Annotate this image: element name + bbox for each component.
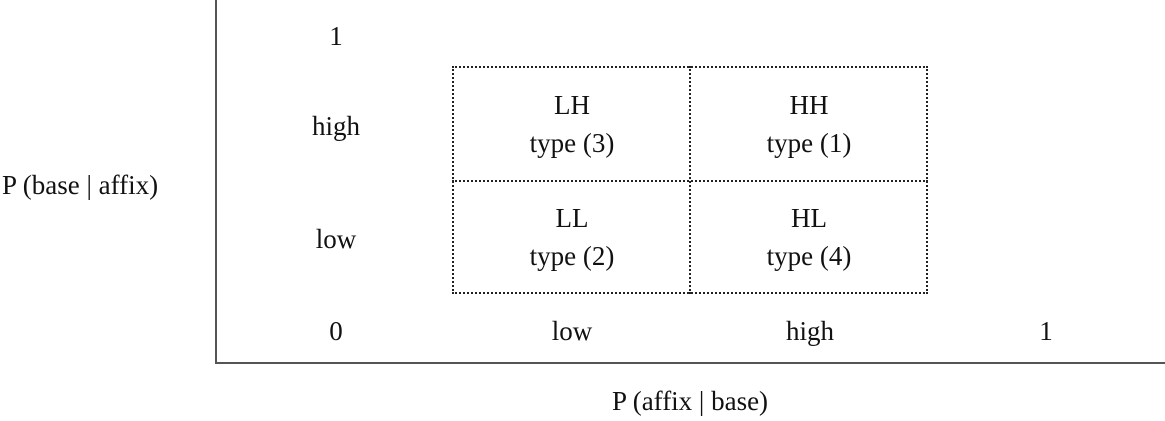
cell-hh: HH type (1) <box>691 86 927 162</box>
x-tick-0: 0 <box>329 316 343 346</box>
cell-hl-type: type (4) <box>766 241 852 271</box>
cell-lh-code: LH <box>554 90 590 120</box>
x-axis-line <box>215 362 1165 364</box>
cell-hl-code: HL <box>791 203 827 233</box>
cell-hl: HL type (4) <box>691 199 927 275</box>
x-tick-low: low <box>551 316 593 346</box>
cell-hh-code: HH <box>789 90 829 120</box>
x-tick-1: 1 <box>1039 316 1053 346</box>
y-tick-high: high <box>311 111 361 141</box>
grid-horizontal-divider <box>452 180 928 182</box>
x-tick-high: high <box>785 316 835 346</box>
x-axis-label: P (affix | base) <box>611 386 769 416</box>
cell-lh-type: type (3) <box>529 128 615 158</box>
y-axis-label: P (base | affix) <box>2 170 159 200</box>
y-axis-line <box>215 0 217 364</box>
cell-ll-type: type (2) <box>529 241 615 271</box>
cell-ll: LL type (2) <box>454 199 690 275</box>
cell-ll-code: LL <box>555 203 589 233</box>
cell-hh-type: type (1) <box>766 128 852 158</box>
y-tick-1: 1 <box>329 21 343 51</box>
cell-lh: LH type (3) <box>454 86 690 162</box>
y-tick-low: low <box>315 224 357 254</box>
